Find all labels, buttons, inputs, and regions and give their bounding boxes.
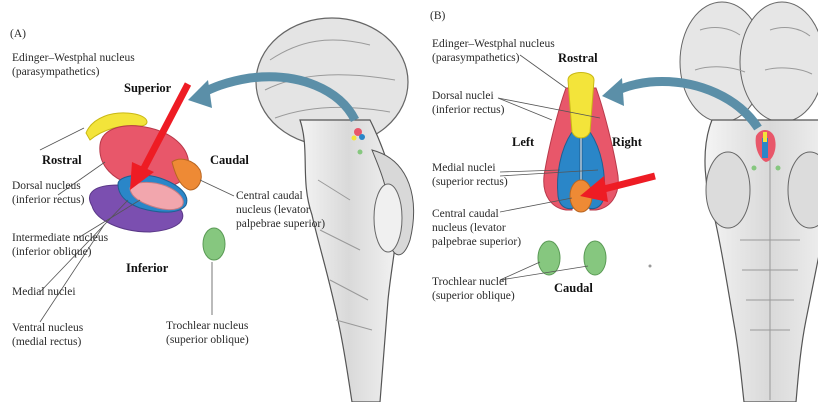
b-label-dorsal-sub: (inferior rectus) bbox=[432, 104, 504, 117]
a-label-medial: Medial nuclei bbox=[12, 286, 76, 299]
a-label-ventral-sub: (medial rectus) bbox=[12, 336, 81, 349]
a-label-dorsal-sub: (inferior rectus) bbox=[12, 194, 84, 207]
panel-a-curved-arrowhead bbox=[188, 80, 212, 108]
b-trochlear-nucleus-left bbox=[538, 241, 560, 275]
a-label-trochlear: Trochlear nucleus bbox=[166, 320, 248, 333]
b-trochlear-nucleus-right bbox=[584, 241, 606, 275]
b-label-ew-sub: (parasympathetics) bbox=[432, 52, 520, 65]
b-label-rostral: Rostral bbox=[558, 52, 598, 65]
b-label-left: Left bbox=[512, 136, 534, 149]
b-label-caudal: Caudal bbox=[554, 282, 593, 295]
b-label-ew: Edinger–Westphal nucleus bbox=[432, 38, 555, 51]
b-label-trochlear-sub: (superior oblique) bbox=[432, 290, 515, 303]
a-label-inferior: Inferior bbox=[126, 262, 168, 275]
a-label-central-caudal-sub2: palpebrae superior) bbox=[236, 218, 325, 231]
a-label-ew-sub: (parasympathetics) bbox=[12, 66, 100, 79]
panel-a-tag: (A) bbox=[10, 28, 26, 41]
panel-b-nuclei bbox=[538, 73, 618, 276]
a-label-rostral: Rostral bbox=[42, 154, 82, 167]
a-label-intermediate-sub: (inferior oblique) bbox=[12, 246, 92, 259]
b-label-medial-sub: (superior rectus) bbox=[432, 176, 508, 189]
a-label-ventral: Ventral nucleus bbox=[12, 322, 83, 335]
panel-b-curved-arrowhead bbox=[602, 78, 624, 106]
b-label-trochlear: Trochlear nuclei bbox=[432, 276, 507, 289]
a-label-central-caudal-sub1: nucleus (levator bbox=[236, 204, 310, 217]
b-label-central-caudal-sub2: palpebrae superior) bbox=[432, 236, 521, 249]
a-trochlear-nucleus bbox=[203, 228, 225, 260]
a-label-superior: Superior bbox=[124, 82, 171, 95]
panel-b-tag: (B) bbox=[430, 10, 445, 23]
a-label-trochlear-sub: (superior oblique) bbox=[166, 334, 249, 347]
b-label-medial: Medial nuclei bbox=[432, 162, 496, 175]
a-label-dorsal: Dorsal nucleus bbox=[12, 180, 81, 193]
a-label-central-caudal: Central caudal bbox=[236, 190, 303, 203]
b-label-right: Right bbox=[612, 136, 642, 149]
b-edinger-westphal-nucleus bbox=[568, 73, 594, 139]
b-label-dorsal: Dorsal nuclei bbox=[432, 90, 494, 103]
a-label-ew: Edinger–Westphal nucleus bbox=[12, 52, 135, 65]
panel-b-brainstem-drawing bbox=[680, 2, 818, 402]
b-label-central-caudal-sub1: nucleus (levator bbox=[432, 222, 506, 235]
a-label-intermediate: Intermediate nucleus bbox=[12, 232, 108, 245]
b-label-central-caudal: Central caudal bbox=[432, 208, 499, 221]
a-label-caudal: Caudal bbox=[210, 154, 249, 167]
